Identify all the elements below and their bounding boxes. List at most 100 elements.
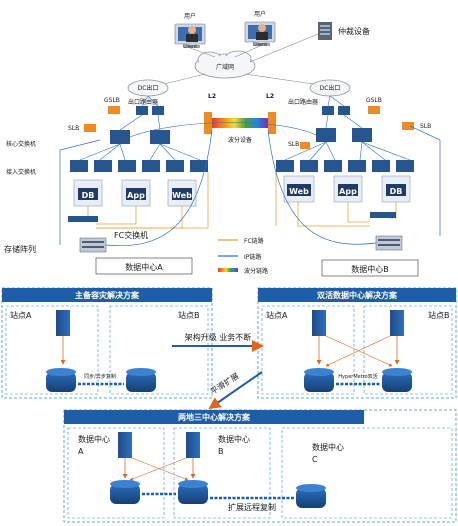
active-active-title: 双活数据中心解决方案 bbox=[317, 290, 398, 300]
active-active-panel bbox=[257, 287, 457, 399]
wdm-label: 波分设备 bbox=[228, 136, 252, 144]
as-site-a-box bbox=[5, 305, 99, 395]
active-standby-banner bbox=[2, 288, 212, 302]
slb-b2-label: SLB bbox=[288, 141, 299, 148]
three-dc-a-box bbox=[67, 427, 165, 519]
aa-disk-b-icon bbox=[382, 368, 412, 392]
three-dc-c-label-1: 数据中心 bbox=[312, 442, 344, 452]
three-dc-disk-a-icon bbox=[110, 480, 140, 504]
aa-site-b-box bbox=[363, 305, 453, 395]
server-b-3-label: DB bbox=[390, 187, 403, 196]
ip-mesh-lines bbox=[79, 95, 411, 161]
three-dc-cross-1 bbox=[131, 457, 189, 481]
three-dc-b-label-1: 数据中心 bbox=[218, 434, 250, 444]
dc-exit-b-label: DC出口 bbox=[320, 84, 341, 92]
storage-b-icon bbox=[375, 235, 403, 251]
aa-cross-arrow-1 bbox=[325, 335, 393, 367]
slb-b-icon bbox=[402, 122, 414, 130]
aa-disk-a-icon bbox=[304, 368, 334, 392]
exit-router-b-label: 出口路由器 bbox=[288, 98, 318, 106]
as-disk-a-icon bbox=[46, 368, 76, 392]
gslb-a-icon bbox=[108, 106, 120, 114]
storage-a-icon bbox=[79, 237, 107, 253]
server-a-2-label: App bbox=[127, 191, 145, 200]
three-dc-cross-2 bbox=[129, 457, 187, 481]
three-dc-title: 两地三中心解决方案 bbox=[178, 412, 251, 422]
aa-cross-arrow-2 bbox=[325, 335, 391, 367]
three-dc-banner bbox=[64, 410, 364, 424]
as-site-b-box bbox=[109, 305, 209, 395]
dc-b-box bbox=[321, 259, 419, 277]
legend bbox=[218, 239, 238, 272]
three-dc-server-b-icon bbox=[186, 432, 200, 458]
active-standby-title: 主备容灾解决方案 bbox=[75, 290, 140, 300]
core-switches-a bbox=[110, 130, 170, 144]
dc-a-label: 数据中心A bbox=[125, 262, 163, 272]
legend-ip: IP链路 bbox=[244, 253, 261, 261]
access-switches-a bbox=[70, 160, 208, 172]
active-active-banner bbox=[258, 288, 456, 302]
access-switch-label: 接入交换机 bbox=[6, 168, 36, 176]
arbitration-label: 仲裁设备 bbox=[338, 26, 370, 36]
arbitration-device-icon bbox=[318, 22, 332, 40]
exit-router-a-label: 出口路由器 bbox=[128, 98, 158, 106]
router-a-icon bbox=[136, 106, 164, 115]
smooth-expand-arrow bbox=[208, 371, 263, 410]
three-dc-disk-c-icon bbox=[296, 484, 326, 508]
user-a-icon bbox=[174, 23, 206, 48]
client-b-label: Client bbox=[253, 42, 268, 48]
gslb-b-label: GSLB bbox=[366, 97, 382, 104]
fc-switch-label: FC交换机 bbox=[114, 230, 148, 240]
wan-links bbox=[159, 33, 321, 86]
storage-array-label: 存储阵列 bbox=[4, 244, 36, 254]
l2-right-label: L2 bbox=[266, 93, 274, 100]
three-dc-a-label-2: A bbox=[78, 447, 84, 456]
aa-site-a-label: 站点A bbox=[266, 310, 288, 320]
as-disk-b-icon bbox=[126, 368, 156, 392]
aa-site-b-label: 站点B bbox=[428, 310, 450, 320]
fc-links bbox=[72, 172, 397, 229]
client-a-label: Client bbox=[183, 44, 198, 50]
slb-a-icon bbox=[84, 124, 96, 132]
as-site-b-label: 站点B bbox=[178, 310, 200, 320]
servers-a bbox=[73, 179, 197, 207]
three-dc-disk-b-icon bbox=[178, 480, 208, 504]
fc-switches bbox=[68, 212, 396, 222]
dc-b-label: 数据中心B bbox=[351, 264, 389, 274]
slb-a-label: SLB bbox=[68, 125, 79, 132]
gslb-b-icon bbox=[368, 106, 380, 114]
gslb-a-label: GSLB bbox=[104, 97, 120, 104]
as-server-icon bbox=[56, 310, 70, 336]
router-b-icon bbox=[322, 106, 350, 115]
server-b-1-label: Web bbox=[289, 187, 309, 196]
aa-server-b-icon bbox=[390, 310, 404, 336]
three-dc-server-a-icon bbox=[118, 432, 132, 458]
dc-exit-a-label: DC出口 bbox=[138, 84, 159, 92]
server-b-2-label: App bbox=[339, 187, 357, 196]
slb-b2-icon bbox=[300, 142, 310, 149]
wdm-b-icon bbox=[268, 112, 276, 134]
three-dc-c-box bbox=[281, 427, 453, 519]
legend-wdm: 波分链路 bbox=[244, 267, 268, 275]
server-a-3-label: Web bbox=[172, 191, 192, 200]
user-b-label: 用户 bbox=[254, 10, 266, 18]
core-switches-b bbox=[316, 128, 372, 142]
aa-link-label: HyperMetro双活 bbox=[338, 373, 377, 380]
as-replication-label: 同步/异步复制 bbox=[84, 373, 116, 380]
wdm-link bbox=[212, 118, 268, 128]
three-dc-a-label-1: 数据中心 bbox=[78, 434, 110, 444]
aa-server-a-icon bbox=[312, 310, 326, 336]
core-switch-label: 核心交换机 bbox=[6, 140, 36, 148]
smooth-expand-label: 平滑扩展 bbox=[208, 371, 240, 397]
wan-cloud-icon bbox=[194, 50, 256, 79]
three-dc-remote-label: 扩展远程复制 bbox=[228, 502, 276, 512]
storage-ip-links bbox=[59, 125, 441, 247]
dc-a-box bbox=[95, 257, 193, 275]
as-site-a-label: 站点A bbox=[10, 310, 32, 320]
three-dc-c-label-2: C bbox=[312, 455, 318, 464]
user-a-label: 用户 bbox=[184, 12, 196, 20]
user-b-icon bbox=[244, 21, 276, 46]
l2-left-label: L2 bbox=[208, 93, 216, 100]
